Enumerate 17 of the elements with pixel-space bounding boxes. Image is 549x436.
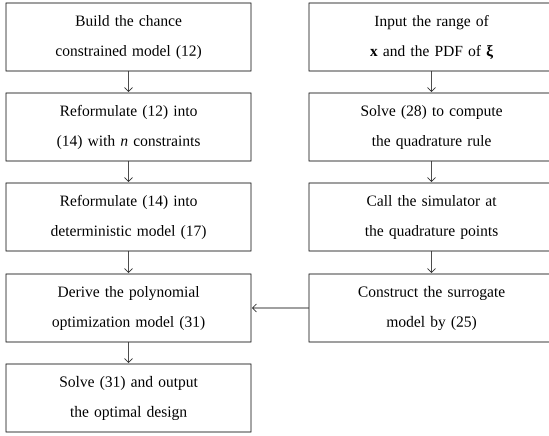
- process-box: Construct the surrogate model by (25): [308, 274, 549, 342]
- process-box: Reformulate (12) into (14) with n constraints: [6, 92, 252, 162]
- arrow: [427, 161, 436, 182]
- process-box: Solve (28) to compute the quadrature rule: [308, 92, 549, 162]
- arrow: [124, 71, 133, 92]
- arrow: [427, 71, 436, 92]
- process-box: Solve (31) and output the optimal design: [6, 364, 252, 432]
- process-box: Reformulate (14) into deterministic model (17): [6, 182, 252, 252]
- arrow: [124, 250, 133, 274]
- arrow: [124, 161, 133, 182]
- process-box: Build the chance constrained model (12): [6, 2, 252, 72]
- arrow: [427, 250, 436, 274]
- process-box: Input the range of x and the PDF of ξ: [308, 2, 549, 72]
- arrow: [252, 304, 309, 312]
- arrow: [124, 342, 133, 364]
- process-box: Derive the polynomial optimization model (31): [6, 274, 252, 342]
- process-box: Call the simulator at the quadrature points: [308, 182, 549, 252]
